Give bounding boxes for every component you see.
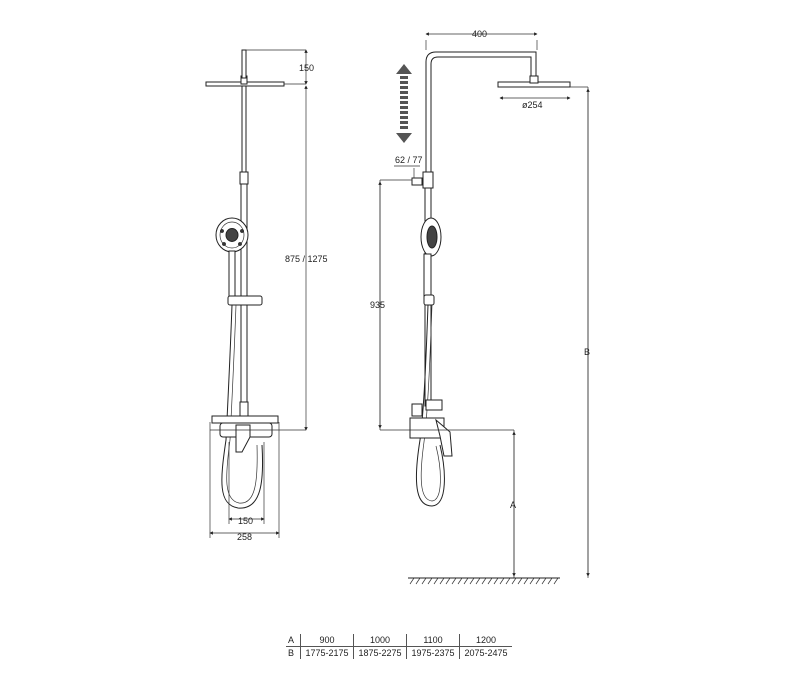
side-shower-arm	[425, 51, 537, 174]
dim-holder-offset: 62 / 77	[395, 155, 423, 165]
front-slide-holder	[227, 295, 263, 306]
dim-inlet-spacing: 150	[238, 516, 253, 526]
dim-floor-to-mixer: A	[510, 500, 516, 510]
floor-line	[408, 577, 560, 585]
row-a-label: A	[286, 634, 301, 647]
front-hand-shower	[215, 217, 249, 302]
table-cell: 1100	[406, 634, 461, 647]
dim-mixer-height: 935	[370, 300, 385, 310]
table-cell: 1775-2175	[300, 646, 355, 659]
dim-head-depth: 150	[299, 63, 314, 73]
front-view	[205, 49, 308, 538]
row-b-label: B	[286, 646, 301, 659]
dim-head-diameter: ø254	[522, 100, 543, 110]
dim-column-height: 875 / 1275	[285, 254, 328, 264]
side-wall-bracket	[411, 177, 423, 186]
table-cell: 1000	[353, 634, 408, 647]
dim-mount-width: 258	[237, 532, 252, 542]
table-cell: 2075-2475	[459, 646, 513, 659]
table-cell: 900	[300, 634, 355, 647]
front-wall-plate	[211, 415, 279, 424]
table-cell: 1975-2375	[406, 646, 461, 659]
side-hand-shower	[420, 217, 442, 299]
front-top-pipe	[241, 49, 247, 79]
side-view	[378, 32, 590, 585]
side-column-coupling	[422, 171, 434, 189]
table-cell: 1875-2275	[353, 646, 408, 659]
dim-arm-reach: 400	[472, 29, 487, 39]
side-hose	[415, 304, 445, 507]
dim-floor-to-head: B	[584, 347, 590, 357]
table-row: A 900 1000 1100 1200	[286, 634, 513, 647]
side-diverter	[425, 399, 443, 411]
table-row: B 1775-2175 1875-2275 1975-2375 2075-247…	[286, 646, 513, 659]
front-hose	[221, 304, 264, 509]
side-slide-holder	[423, 294, 435, 306]
front-mixer-lever	[235, 424, 251, 453]
height-adjust-arrow	[396, 64, 412, 143]
front-column-upper	[241, 85, 247, 175]
table-cell: 1200	[459, 634, 513, 647]
dimensions-table: A 900 1000 1100 1200 B 1775-2175 1875-22…	[286, 634, 513, 659]
front-column-coupling	[239, 171, 249, 185]
